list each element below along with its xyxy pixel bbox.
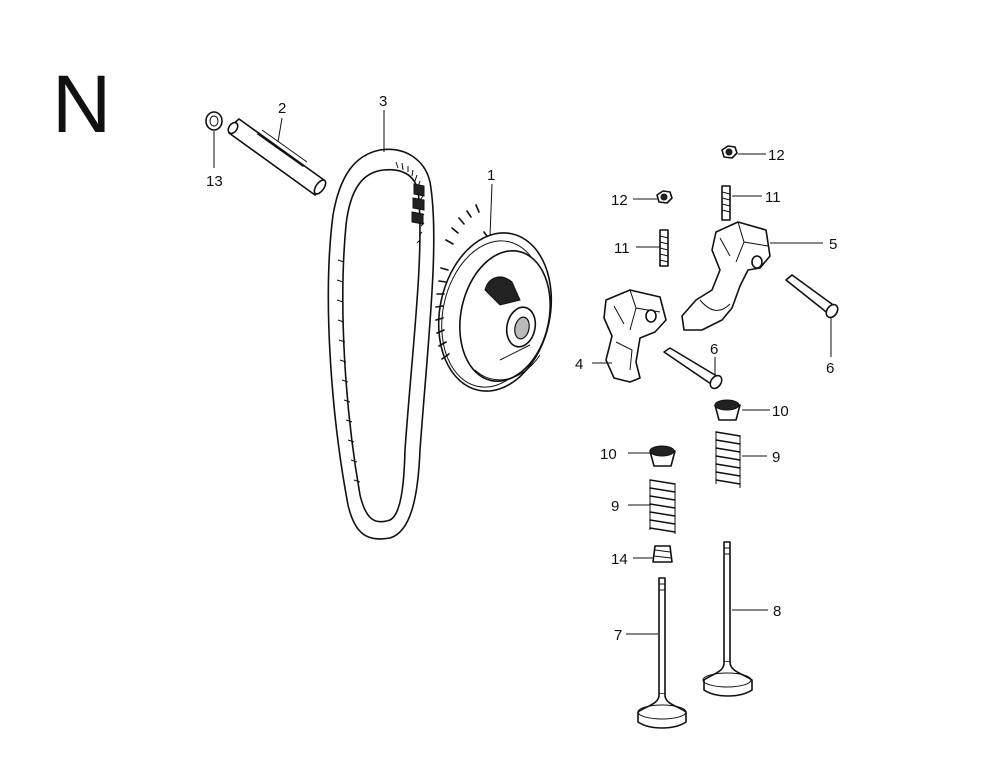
part-14-valve-seal (652, 545, 673, 563)
callout-11-left: 11 (614, 240, 630, 257)
part-12-nut-right (721, 145, 738, 159)
leader-lines (213, 110, 832, 635)
callout-10-right: 10 (772, 403, 789, 420)
part-7-valve (637, 577, 687, 729)
part-6-shaft-left (663, 347, 723, 390)
callout-6-right: 6 (826, 360, 834, 377)
callout-10-left: 10 (600, 446, 617, 463)
callout-11-right: 11 (765, 189, 781, 206)
part-8-valve (702, 541, 753, 697)
callout-14: 14 (611, 551, 628, 568)
part-13-ring (205, 111, 223, 131)
part-5-rocker-arm (681, 221, 771, 331)
callout-2: 2 (278, 100, 286, 117)
callout-8: 8 (773, 603, 781, 620)
callout-3: 3 (379, 93, 387, 110)
callout-13: 13 (206, 173, 223, 190)
callout-4: 4 (575, 356, 583, 373)
part-10-retainer-left (649, 445, 676, 467)
part-2-shaft (227, 118, 327, 196)
callout-1: 1 (487, 167, 495, 184)
part-1-cam-pulley (435, 204, 553, 392)
part-9-spring-left (649, 479, 676, 534)
callout-12-left: 12 (611, 192, 628, 209)
callout-7: 7 (614, 627, 622, 644)
callout-5: 5 (829, 236, 837, 253)
callout-6-left: 6 (710, 341, 718, 358)
part-6-shaft-right (785, 274, 839, 319)
part-9-spring-right (715, 431, 741, 488)
part-11-screw-left (659, 229, 669, 267)
callout-9-right: 9 (772, 449, 780, 466)
part-4-rocker-arm (603, 289, 667, 383)
part-3-timing-belt (327, 148, 435, 540)
part-12-nut-left (656, 190, 673, 204)
part-10-retainer-right (714, 399, 741, 421)
part-11-screw-right (721, 185, 731, 221)
callout-12-right: 12 (768, 147, 785, 164)
section-letter: N (52, 59, 112, 150)
callout-9-left: 9 (611, 498, 619, 515)
